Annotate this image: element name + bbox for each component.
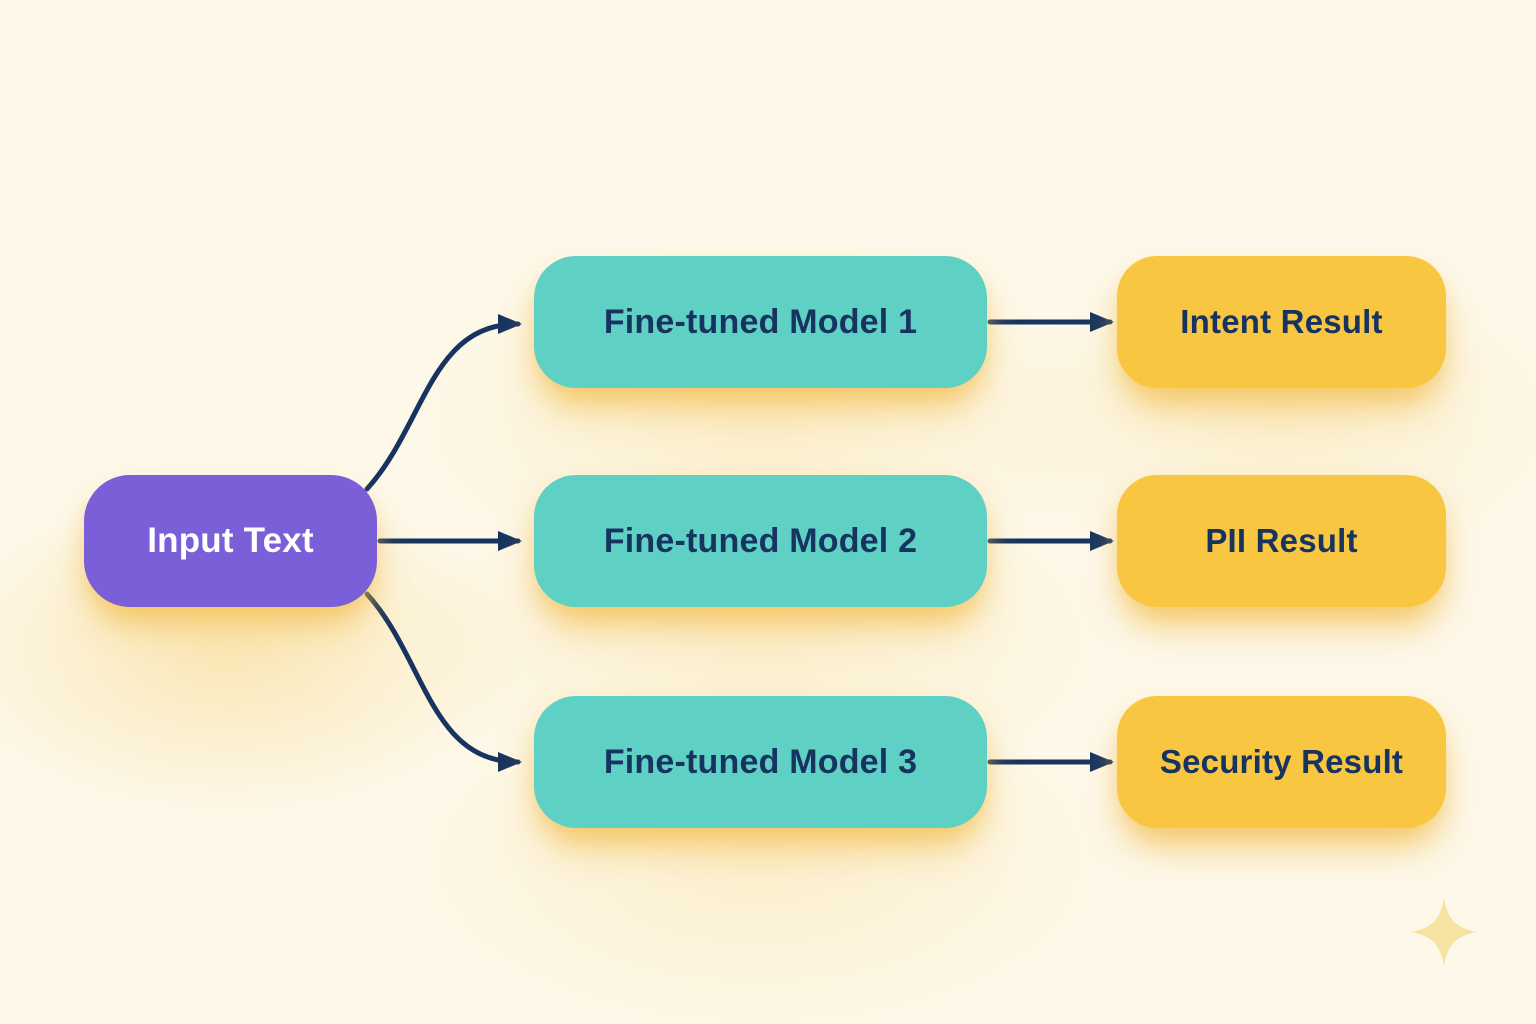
- arrow-input-to-model-1: [364, 314, 522, 492]
- input-text-label: Input Text: [147, 521, 314, 560]
- result-security-label: Security Result: [1159, 743, 1404, 780]
- result-security-node: Security Result: [1117, 696, 1446, 828]
- input-text-node: Input Text: [84, 475, 377, 607]
- result-pii-label: PII Result: [1205, 522, 1358, 559]
- result-intent-node: Intent Result: [1117, 256, 1446, 388]
- result-pii-node: PII Result: [1117, 475, 1446, 607]
- model-1-node: Fine-tuned Model 1: [534, 256, 987, 388]
- result-intent-label: Intent Result: [1180, 303, 1383, 340]
- model-2-label: Fine-tuned Model 2: [603, 521, 918, 560]
- model-3-node: Fine-tuned Model 3: [534, 696, 987, 828]
- model-1-label: Fine-tuned Model 1: [603, 302, 918, 341]
- model-3-label: Fine-tuned Model 3: [603, 742, 918, 781]
- model-2-node: Fine-tuned Model 2: [534, 475, 987, 607]
- arrow-input-to-model-3: [364, 591, 522, 772]
